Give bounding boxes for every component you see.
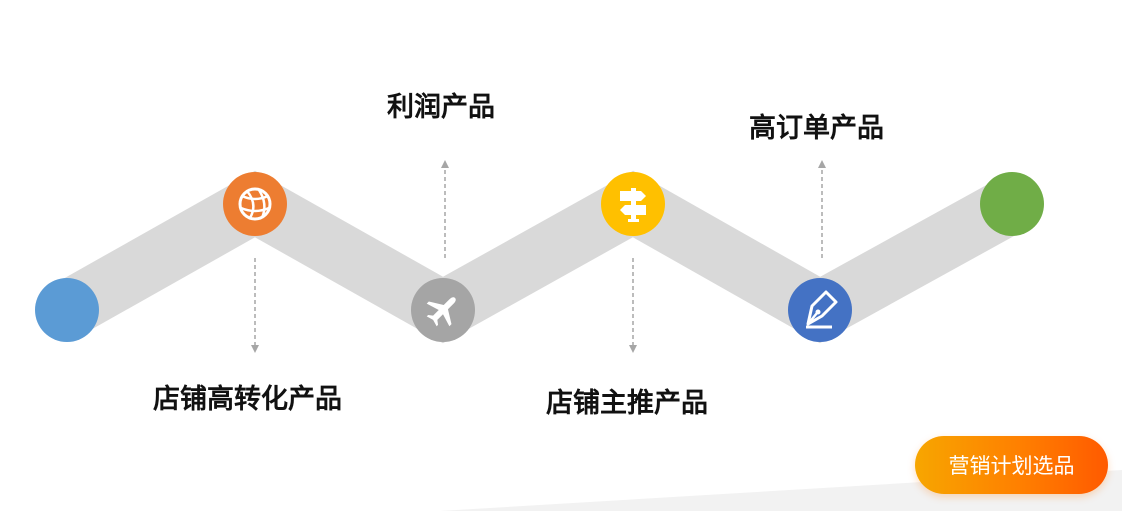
arrow-down-1 <box>251 258 259 353</box>
label-store-main-push: 店铺主推产品 <box>546 388 708 419</box>
node-5 <box>788 278 852 342</box>
basketball-icon <box>238 187 272 221</box>
node-4 <box>601 172 665 236</box>
arrow-up-2 <box>818 160 826 258</box>
arrow-down-2 <box>629 258 637 353</box>
label-profit-products: 利润产品 <box>387 92 495 123</box>
node-3 <box>411 278 475 342</box>
node-6 <box>980 172 1044 236</box>
signpost-icon <box>620 188 646 222</box>
marketing-plan-button[interactable]: 营销计划选品 <box>915 436 1108 494</box>
arrow-up-1 <box>441 160 449 258</box>
label-store-high-conversion: 店铺高转化产品 <box>153 384 342 415</box>
zigzag-track <box>52 170 1027 344</box>
airplane-icon <box>426 297 456 327</box>
node-1 <box>35 278 99 342</box>
label-high-order-products: 高订单产品 <box>749 113 884 144</box>
pen-nib-icon <box>806 290 838 329</box>
node-2 <box>223 172 287 236</box>
